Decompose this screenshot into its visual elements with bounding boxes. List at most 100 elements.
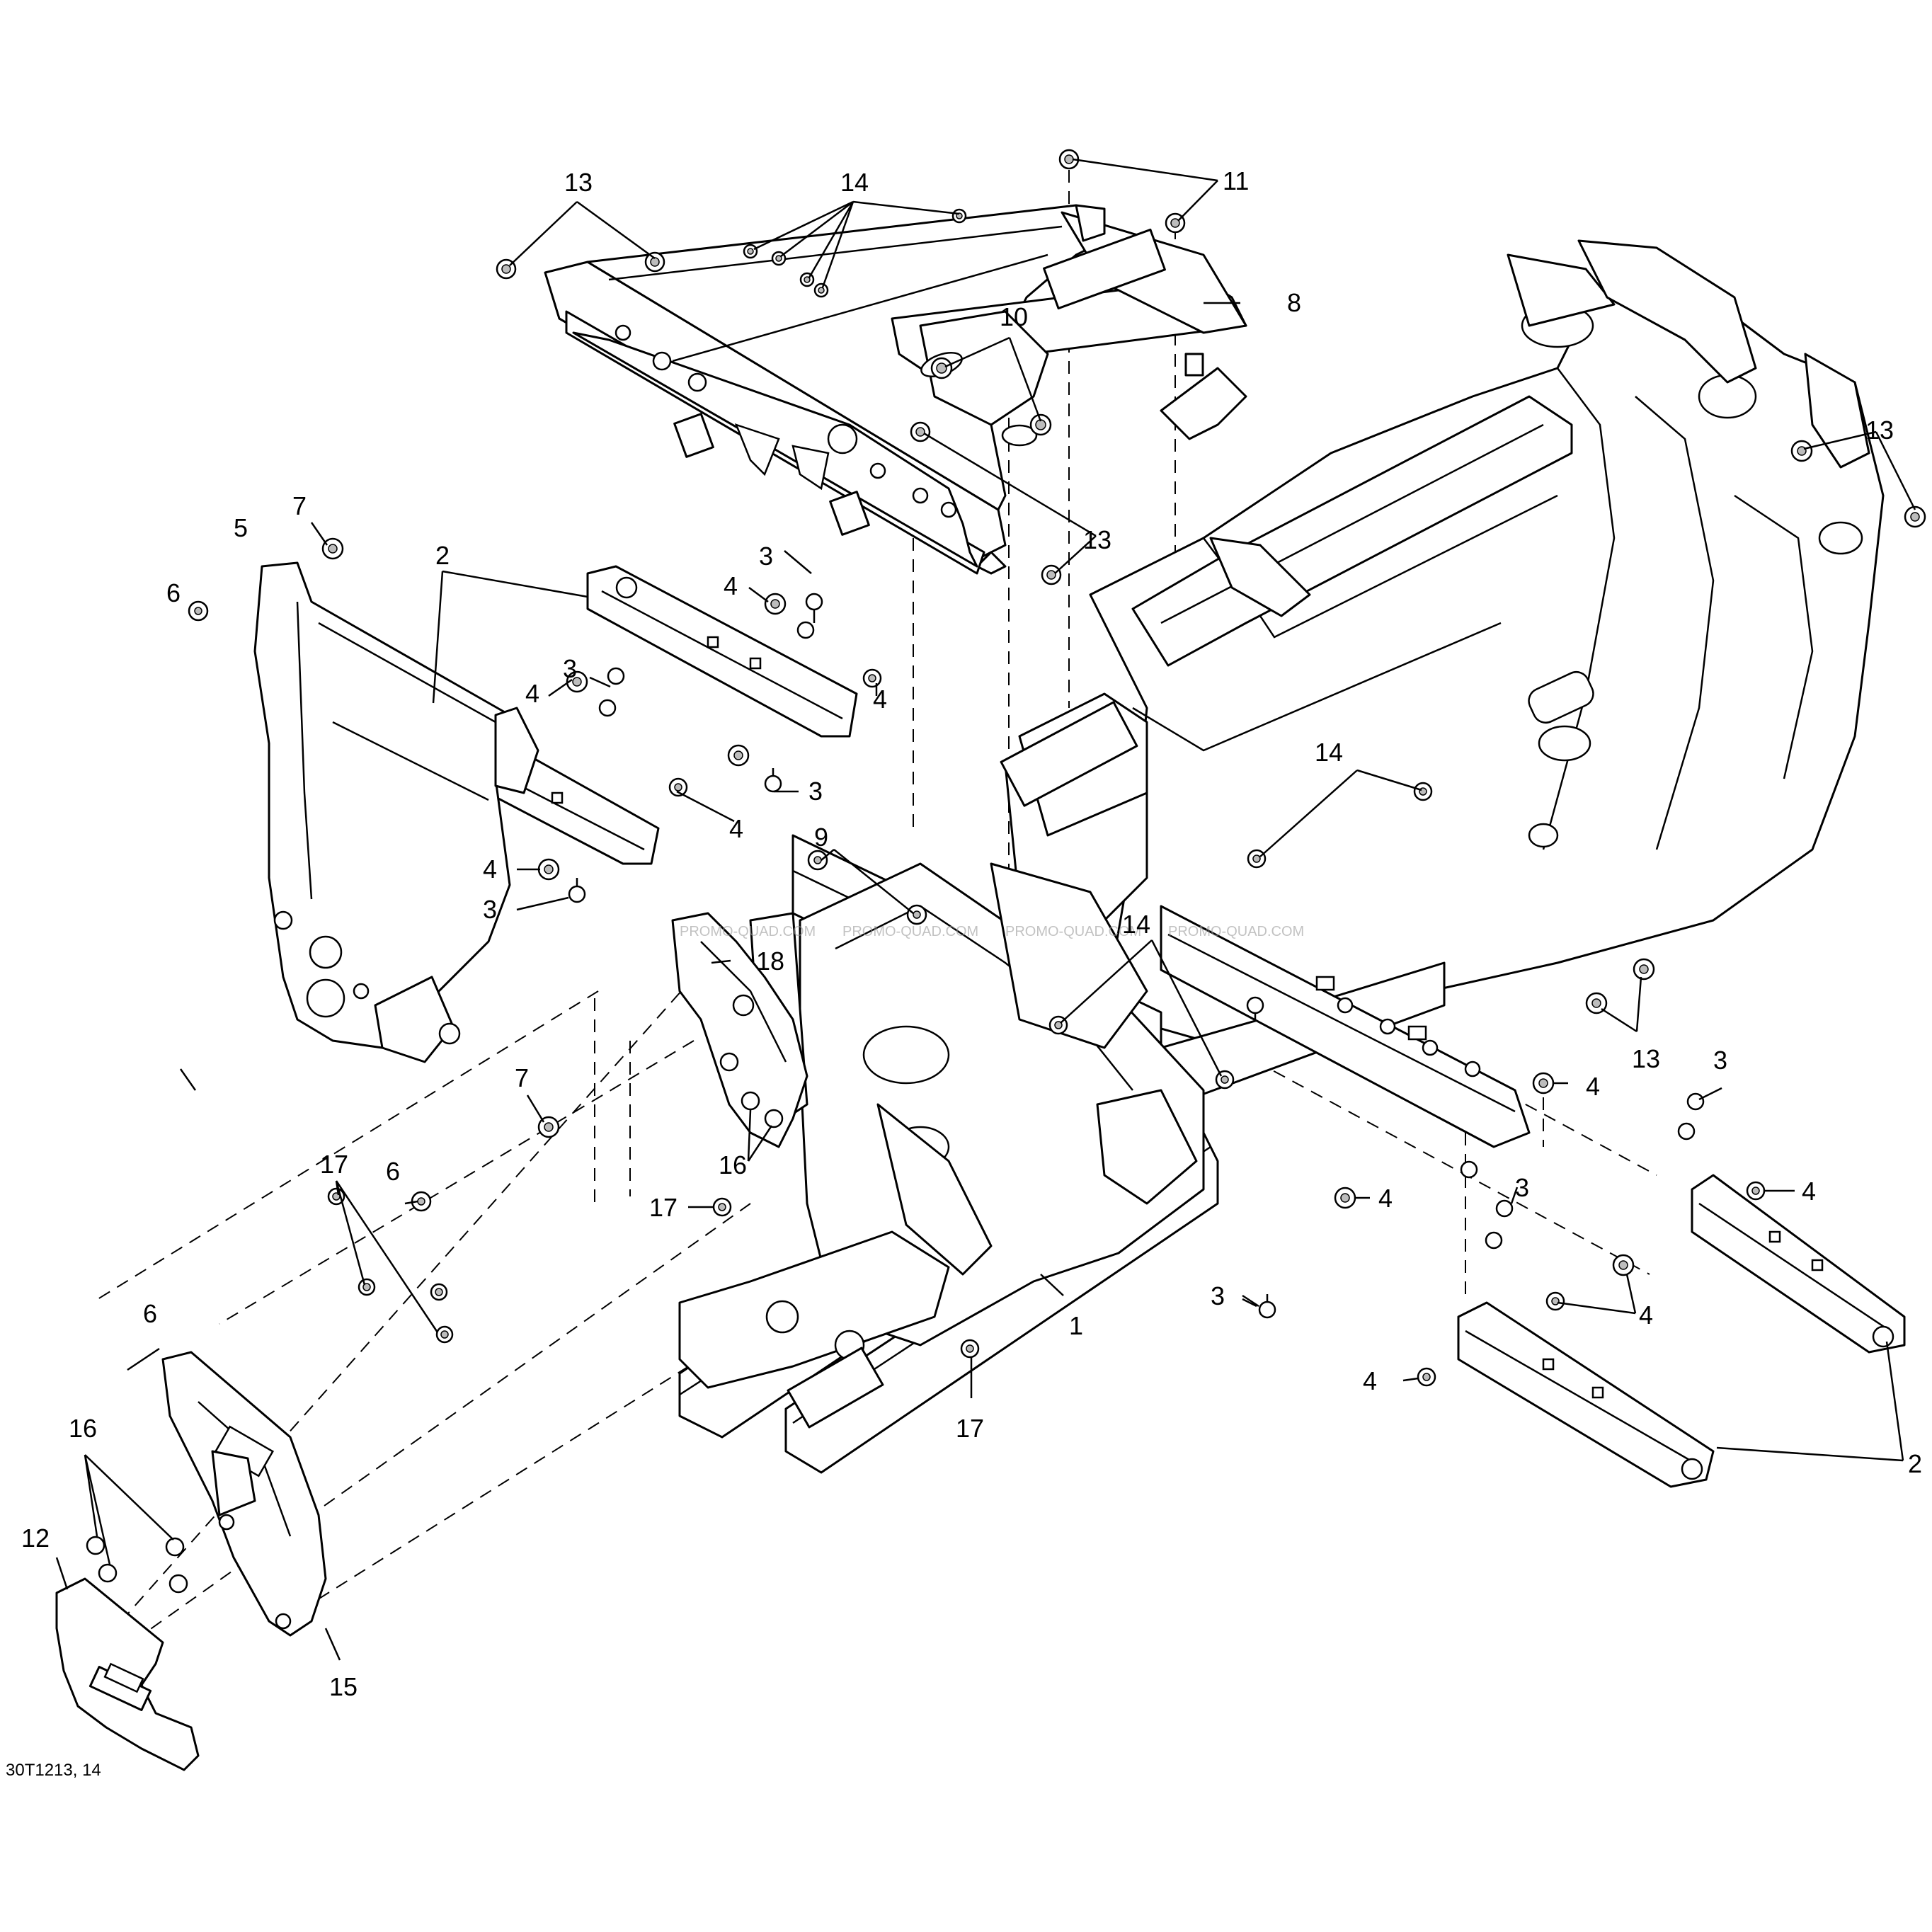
bolt-icon [1495,1199,1514,1218]
bushing-icon [1633,958,1655,981]
bushing-icon [1790,440,1813,462]
nut-icon [813,282,829,298]
callout-label: 14 [1315,738,1343,767]
bolt-icon [741,1091,760,1111]
nut-icon [712,1197,732,1217]
nut-icon [1417,1367,1436,1387]
right-side-rails [1457,1174,1906,1488]
callout-label: 3 [1713,1046,1727,1075]
nut-icon [764,593,787,615]
nut-icon [727,744,750,767]
upper-crossmember [544,204,1247,575]
bolt-icon [411,1191,432,1212]
bolt-icon [906,904,927,925]
nut-icon [537,858,560,881]
nut-icon [1041,564,1062,585]
front-bracket-5 [253,561,539,1063]
bolt-icon [807,850,828,871]
bolt-icon [168,1574,188,1594]
bolt-icon [598,699,617,717]
callout-label: 4 [729,814,743,843]
callout-label: 3 [1515,1173,1529,1202]
nut-icon [951,208,967,224]
bushing-icon [1585,992,1608,1014]
bolt-icon [1246,996,1264,1021]
callout-label: 13 [1865,416,1894,445]
callout-label: 11 [1223,166,1249,195]
callout-label: 3 [1211,1281,1225,1310]
callout-label: 3 [563,654,577,683]
svg-text:PROMO-QUAD.COM: PROMO-QUAD.COM [680,924,816,939]
callout-label: 7 [292,491,307,520]
bolt-icon [86,1536,105,1555]
nut-icon [644,251,665,273]
nut-icon [1247,849,1267,869]
callout-label: 4 [873,685,887,714]
callout-label: 2 [435,541,450,570]
callout-label: 5 [234,513,248,542]
main-frame [678,239,1885,1474]
callout-label: 7 [515,1063,529,1092]
bolt-icon [1485,1231,1503,1250]
nut-icon [1058,149,1080,170]
nut-icon [1413,782,1433,801]
bolt-icon [1460,1160,1478,1179]
callout-label: 6 [166,578,181,607]
bolt-icon [1677,1122,1696,1141]
bushing-icon [1029,413,1052,436]
bolt-icon [188,600,209,622]
callouts: 13 14 11 8 10 13 13 2 3 4 3 4 4 3 4 4 3 … [21,166,1922,1701]
callout-label: 16 [719,1150,747,1179]
callout-label: 4 [1378,1184,1393,1213]
callout-label: 10 [1000,302,1028,331]
svg-text:PROMO-QUAD.COM: PROMO-QUAD.COM [1168,924,1304,939]
figure-reference: 30T1213, 14 [6,1761,101,1780]
nut-icon [358,1278,376,1296]
bolt-icon [805,593,823,623]
callout-label: 14 [1122,910,1150,939]
fasteners [86,149,1926,1594]
callout-label: 13 [1632,1044,1660,1073]
nut-icon [1545,1291,1565,1311]
leader-lines [55,158,1916,1661]
skid-plate-12 [55,1577,200,1771]
callout-label: 3 [808,777,823,806]
bolt-icon [1686,1092,1705,1111]
callout-label: 17 [649,1193,678,1222]
callout-label: 12 [21,1524,50,1553]
bolt-icon [607,667,625,685]
nut-icon [430,1283,448,1301]
bolt-icon [796,621,815,639]
callout-label: 4 [1639,1301,1653,1330]
plate-15 [161,1351,327,1637]
nut-icon [668,777,688,797]
callout-label: 15 [329,1672,358,1701]
svg-text:PROMO-QUAD.COM: PROMO-QUAD.COM [842,924,978,939]
callout-label: 4 [1802,1177,1816,1206]
callout-label: 17 [320,1150,348,1179]
callout-label: 4 [483,854,497,884]
callout-label: 8 [1287,288,1301,317]
callout-label: 13 [564,168,593,197]
svg-text:PROMO-QUAD.COM: PROMO-QUAD.COM [1005,924,1141,939]
nut-icon [566,670,588,693]
callout-label: 13 [1083,525,1111,554]
bushing-icon [1904,505,1926,528]
bolt-icon [764,768,782,793]
callout-label: 4 [724,571,738,600]
callout-label: 4 [1363,1366,1377,1395]
nut-icon [1334,1187,1356,1209]
bolt-icon [165,1537,185,1557]
callout-label: 6 [386,1157,400,1186]
bushing-icon [321,537,344,560]
callout-label: 1 [1069,1311,1083,1340]
callout-label: 16 [69,1414,97,1443]
nut-icon [910,421,931,442]
callout-label: 3 [759,542,773,571]
front-bracket-18 [671,912,808,1148]
nut-icon [1532,1072,1555,1094]
bolt-icon [568,878,586,903]
nut-icon [960,1339,980,1359]
callout-label: 6 [143,1299,157,1328]
